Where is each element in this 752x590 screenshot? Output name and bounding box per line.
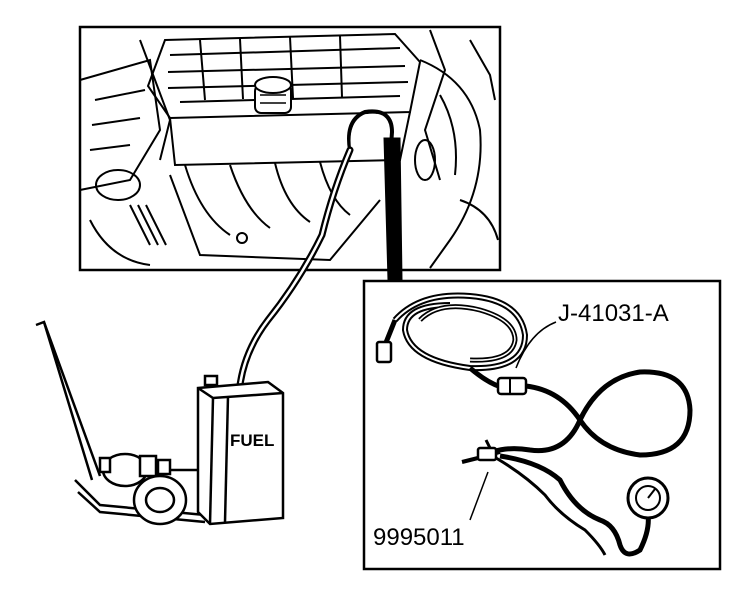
tool-number-leader [515,321,557,369]
adapter-number-label: 9995011 [373,524,465,551]
fuel-caddy [35,320,285,526]
oil-filler-cap [254,76,292,114]
gauge-hose-assembly [375,292,693,557]
adapter-number-leader [469,471,489,521]
fuel-tank-label: FUEL [230,431,274,450]
engine-bay-frame [78,25,502,272]
engine-bay-illustration [78,25,502,272]
tool-number-label: J-41031-A [558,300,669,327]
